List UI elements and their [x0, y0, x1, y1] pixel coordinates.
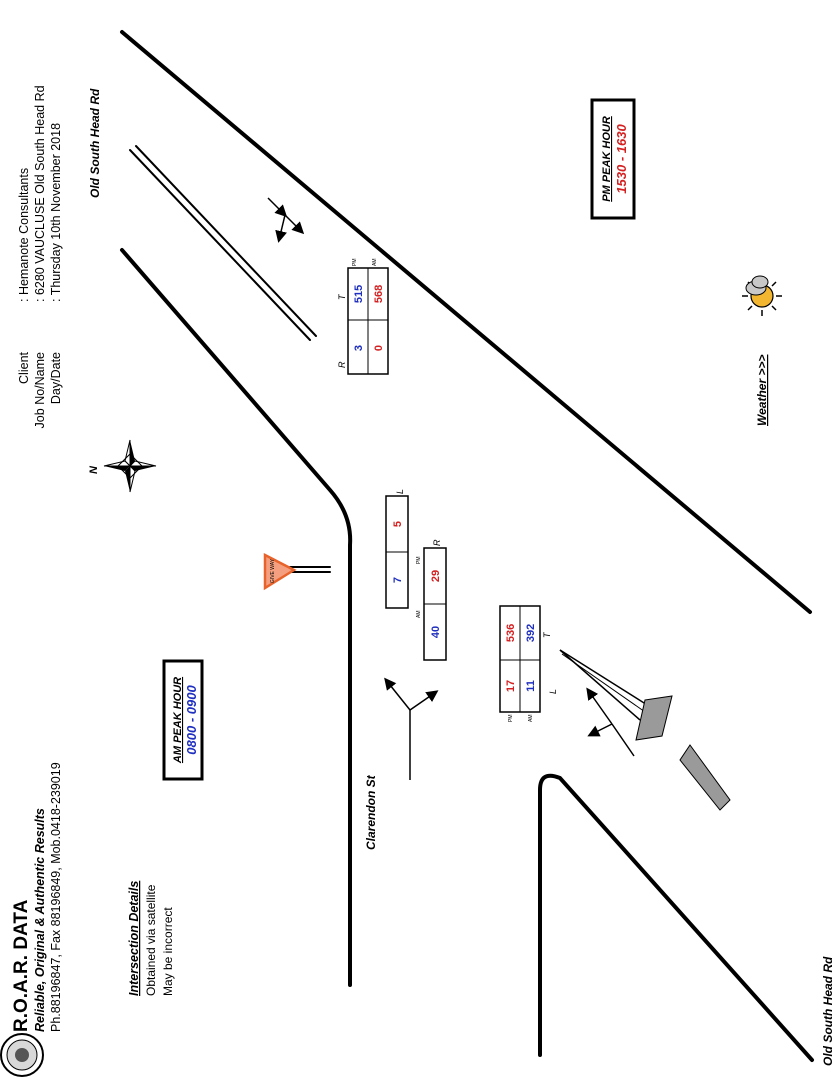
clarendon-count-box-upper: L PM 5 7	[385, 489, 422, 609]
old-south-head-rd-east-edge	[120, 30, 812, 614]
south-l-label: L	[548, 689, 558, 694]
am-peak-title: AM PEAK HOUR	[172, 677, 184, 764]
clarendon-count-box-lower: R AM 29 40	[416, 539, 447, 661]
south-count-box: L T PM AM 17 536 11 392	[499, 605, 558, 723]
movement-arrows	[267, 197, 635, 780]
south-through-arrow	[586, 687, 613, 725]
date-value: : Thursday 10th November 2018	[49, 123, 63, 302]
pm-peak-time: 1530 - 1630	[614, 124, 629, 194]
street-osh-bottom: Old South Head Rd	[821, 956, 835, 1066]
clarendon-am-label: AM	[416, 611, 422, 619]
weather-label: Weather >>>	[755, 355, 769, 426]
traffic-islands	[559, 649, 731, 811]
street-clarendon: Clarendon St	[364, 774, 378, 850]
island-top	[635, 695, 673, 741]
clarendon-l-label: L	[395, 489, 405, 494]
date-label: Day/Date	[49, 352, 63, 404]
north-pm-r: 3	[353, 345, 365, 351]
north-pm-label: PM	[352, 259, 358, 267]
roads	[120, 30, 814, 1062]
median-line-b	[135, 145, 317, 337]
north-count-box: R T PM AM 3 515 0 568	[337, 259, 389, 375]
south-pm-t: 536	[505, 624, 517, 642]
clarendon-south-corner	[538, 773, 814, 1062]
compass-rose: N	[88, 439, 157, 493]
job-label: Job No/Name	[33, 352, 47, 428]
island-tail-a	[559, 649, 653, 709]
intersection-line1: Obtained via satellite	[144, 884, 158, 996]
am-peak-box: AM PEAK HOUR 0800 - 0900	[162, 659, 204, 781]
south-pm-label: PM	[508, 715, 514, 723]
company-contact: Ph.88196847, Fax 88196849, Mob.0418-2390…	[49, 762, 63, 1032]
client-label: Client	[17, 351, 31, 383]
north-am-label: AM	[372, 259, 378, 267]
south-pm-l: 17	[505, 680, 517, 692]
intersection-line2: May be incorrect	[161, 907, 175, 996]
clarendon-r-label: R	[432, 539, 442, 546]
south-am-t: 392	[525, 624, 537, 642]
north-pm-t: 515	[353, 285, 365, 303]
street-osh-top: Old South Head Rd	[88, 88, 102, 198]
client-value: : Hemanote Consultants	[17, 168, 31, 302]
clarendon-north-edge	[120, 248, 353, 987]
clarendon-pm-label: PM	[416, 557, 422, 565]
north-am-t: 568	[373, 285, 385, 303]
north-am-r: 0	[373, 345, 385, 351]
clarendon-am-r: 40	[430, 626, 442, 638]
give-way-text: GIVE WAY	[270, 558, 276, 583]
north-through-arrow	[284, 214, 305, 235]
pm-peak-box: PM PEAK HOUR 1530 - 1630	[590, 98, 636, 220]
south-am-label: AM	[528, 715, 534, 723]
compass-north-label: N	[88, 465, 100, 474]
company-logo	[0, 1033, 44, 1077]
company-name: R.O.A.R. DATA	[11, 899, 32, 1032]
south-approach-arrow	[611, 723, 635, 757]
north-r-label: R	[337, 361, 347, 368]
north-t-label: T	[337, 293, 347, 300]
clarendon-pm-l: 5	[392, 521, 404, 527]
am-peak-time: 0800 - 0900	[184, 685, 199, 755]
south-t-label: T	[542, 631, 552, 638]
pm-peak-title: PM PEAK HOUR	[601, 116, 613, 202]
clarendon-pm-r: 29	[430, 570, 442, 582]
island-bottom	[679, 744, 731, 811]
clarendon-left-arrow	[384, 677, 411, 711]
weather-sun-cloud-icon	[742, 275, 782, 316]
island-tail-c	[561, 653, 649, 715]
job-value: : 6280 VAUCLUSE Old South Head Rd	[33, 85, 47, 302]
intersection-title: Intersection Details	[127, 881, 141, 996]
company-tagline: Reliable, Original & Authentic Results	[33, 808, 47, 1032]
median-line-a	[129, 149, 311, 341]
north-approach-arrow	[267, 197, 288, 218]
south-am-l: 11	[525, 680, 537, 692]
clarendon-right-arrow	[409, 690, 439, 711]
north-right-arrow	[275, 214, 287, 243]
south-left-arrow	[587, 723, 613, 737]
clarendon-am-l: 7	[392, 577, 404, 583]
give-way-sign: GIVE WAY	[263, 552, 297, 591]
